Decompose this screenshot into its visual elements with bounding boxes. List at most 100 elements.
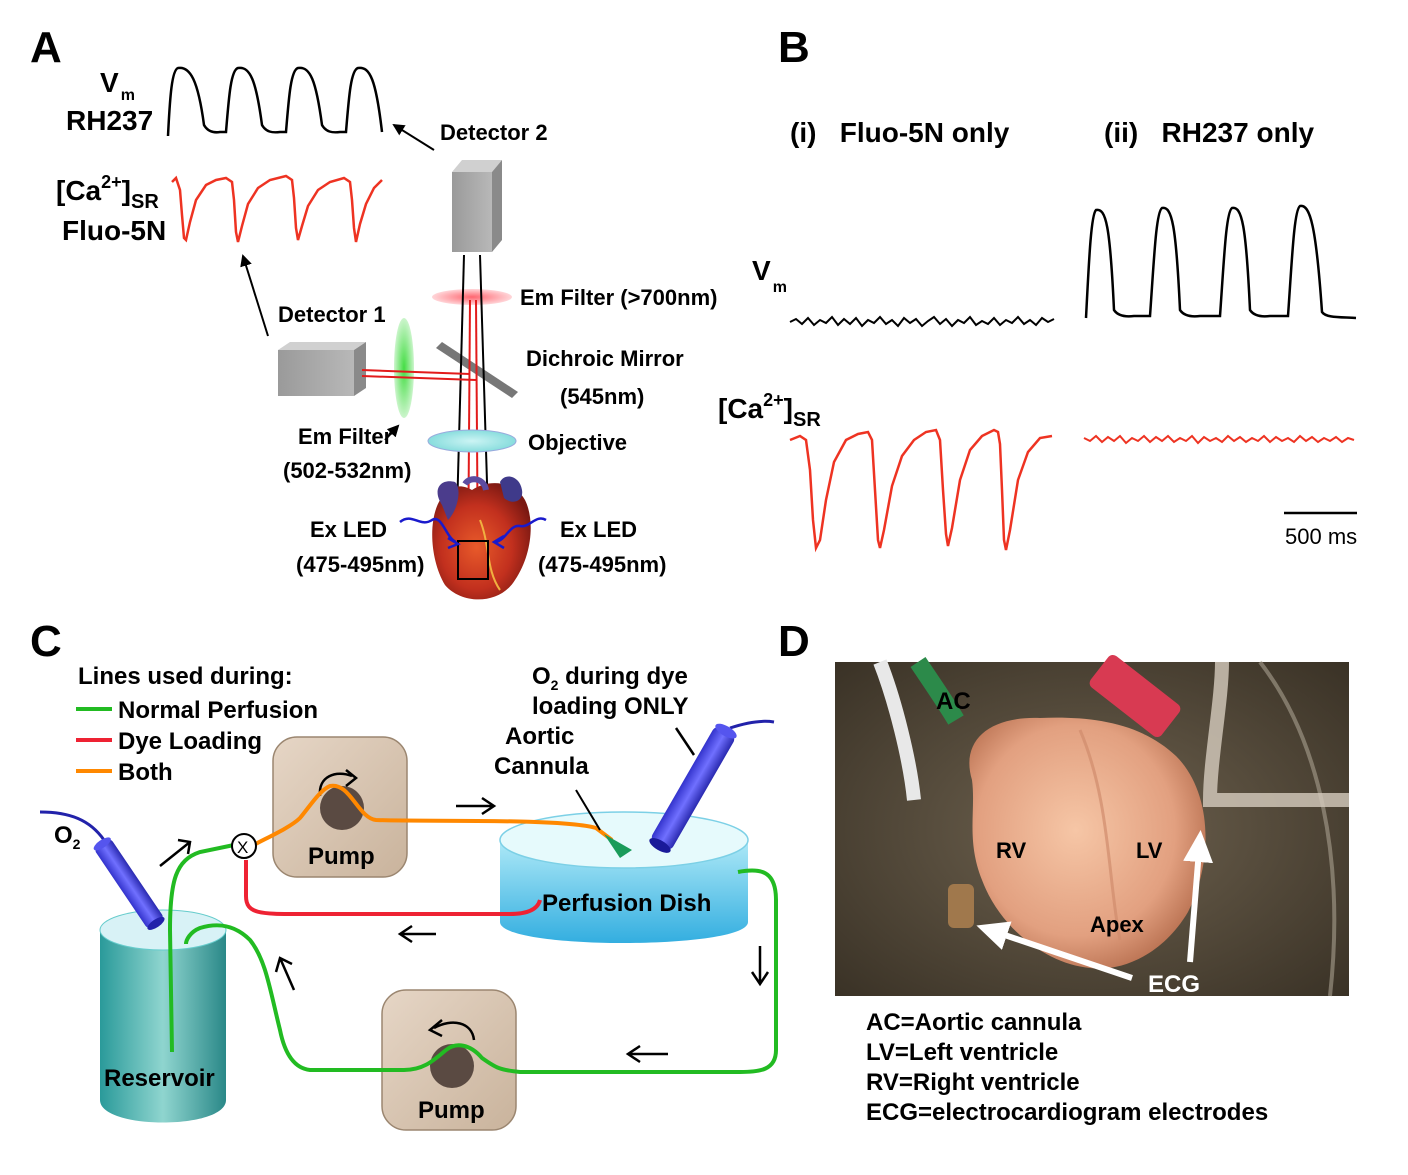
abbreviation-key: AC=Aortic cannula LV=Left ventricle RV=R… (866, 1009, 1268, 1126)
key-line-lv: LV=Left ventricle (866, 1039, 1058, 1066)
flow-arrow-left-bottom (625, 1044, 668, 1064)
panel-letter-d: D (778, 617, 810, 666)
ca-sr-label-b: [Ca2+]SR (718, 390, 821, 431)
heart-photo: AC RV LV Apex ECG (835, 654, 1349, 998)
ex-led-left-wave (399, 517, 457, 544)
flow-arrows (159, 796, 770, 1064)
fluo5n-label: Fluo-5N (62, 215, 166, 246)
tube-both (250, 783, 614, 848)
ecg-arrow-left (976, 921, 1133, 981)
em-filter-red (432, 289, 512, 305)
photo-label-rv: RV (996, 838, 1026, 863)
dichroic-label-1: Dichroic Mirror (526, 346, 684, 371)
key-line-rv: RV=Right ventricle (866, 1069, 1080, 1096)
legend: Normal Perfusion Dye Loading Both (76, 697, 318, 786)
vm-trace (166, 66, 384, 137)
valve[interactable]: X (231, 833, 257, 859)
aortic-cannula-pointer (575, 789, 601, 831)
o2-dye-label-2: loading ONLY (532, 693, 688, 720)
ex-led-right-label-1: Ex LED (560, 517, 637, 542)
pump-top-label: Pump (308, 843, 375, 870)
o2-dye-label-1: O2 during dye (532, 663, 688, 693)
rh237-label: RH237 (66, 105, 153, 136)
detector-1-box (278, 342, 366, 396)
legend-label-normal: Normal Perfusion (118, 697, 318, 724)
detector-1-label: Detector 1 (278, 302, 386, 327)
ex-led-left-arrowhead (447, 536, 461, 550)
scale-bar-label: 500 ms (1285, 524, 1357, 549)
objective-lens (427, 429, 517, 453)
objective-label: Objective (528, 430, 627, 455)
photo-label-lv: LV (1136, 838, 1163, 863)
flow-arrow-left-mid (397, 924, 436, 944)
flow-arrow-up-left (159, 838, 192, 867)
panel-letter-b: B (778, 23, 810, 72)
ex-led-left-label-1: Ex LED (310, 517, 387, 542)
o2-left-label: O2 (54, 822, 81, 852)
photo-label-apex: Apex (1090, 912, 1145, 937)
panel-d: D AC RV LV Apex ECG A (778, 617, 1349, 1126)
reservoir: Reservoir (99, 909, 227, 1123)
col-header-rh237: (ii) RH237 only (1104, 117, 1314, 148)
aortic-cannula-tip (604, 834, 632, 858)
em-filter-left-label-2: (502-532nm) (283, 458, 411, 483)
imaging-roi-box (457, 540, 489, 580)
ecg-arrow-right (1183, 830, 1214, 963)
o2-tube-dye (649, 723, 737, 853)
legend-label-both: Both (118, 759, 173, 786)
panel-c: C Lines used during: Normal Perfusion Dy… (30, 617, 778, 1131)
valve-label: X (237, 838, 248, 857)
flow-arrow-down (750, 946, 770, 987)
em-filter-green (394, 318, 414, 418)
panel-b: B (i) Fluo-5N only (ii) RH237 only Vm [C… (718, 23, 1357, 553)
legend-title: Lines used during: (78, 663, 293, 690)
photo-label-ecg: ECG (1148, 971, 1200, 998)
panel-letter-c: C (30, 617, 62, 666)
ca-trace-a (171, 174, 383, 243)
em-filter-left-arrow (384, 424, 400, 441)
ca-flat-trace (1083, 434, 1355, 445)
pump-bottom-rotation-icon (433, 1021, 476, 1041)
perfusion-dish: Perfusion Dish (499, 811, 749, 943)
vm-flat-trace (789, 315, 1055, 328)
photo-label-ac: AC (936, 688, 971, 715)
em-filter-top-label: Em Filter (>700nm) (520, 285, 717, 310)
vm-label-b: Vm (752, 255, 787, 296)
o2-line-left (39, 810, 106, 841)
vm-ap-trace (1084, 204, 1357, 320)
pump-top[interactable]: Pump (272, 736, 408, 878)
ca-sr-label-a: [Ca2+]SR (56, 172, 159, 213)
dichroic-label-2: (545nm) (560, 384, 644, 409)
panel-letter-a: A (30, 23, 62, 72)
em-filter-left-label-1: Em Filter (298, 424, 393, 449)
o2-dye-pointer (674, 727, 696, 756)
perfusion-dish-label: Perfusion Dish (542, 890, 711, 917)
tube-dye-loading (244, 860, 542, 916)
ex-led-right-label-2: (475-495nm) (538, 552, 666, 577)
tube-normal-return (184, 868, 778, 1074)
aortic-label-1: Aortic (505, 723, 574, 750)
col-header-fluo5n: (i) Fluo-5N only (790, 117, 1010, 148)
detector-2-label: Detector 2 (440, 120, 548, 145)
reservoir-label: Reservoir (104, 1065, 215, 1092)
legend-label-dye: Dye Loading (118, 728, 262, 755)
pump-bottom[interactable]: Pump (381, 989, 517, 1131)
pump-bottom-label: Pump (418, 1097, 485, 1124)
o2-line-dye (729, 719, 775, 730)
detector-1-arrow (240, 254, 269, 337)
ex-led-right-arrowhead (491, 534, 505, 550)
o2-tube-left (93, 837, 165, 930)
aortic-label-2: Cannula (494, 753, 589, 780)
detector-2-arrow (392, 123, 435, 151)
ex-led-left-label-2: (475-495nm) (296, 552, 424, 577)
flow-arrow-right (456, 796, 497, 816)
ca-transient-trace (789, 428, 1053, 553)
detector-2-box (452, 160, 502, 252)
flow-arrow-up-bottom (274, 956, 296, 991)
key-line-ac: AC=Aortic cannula (866, 1009, 1082, 1036)
heart-illustration (432, 476, 531, 600)
tube-normal-to-valve (167, 843, 235, 1053)
